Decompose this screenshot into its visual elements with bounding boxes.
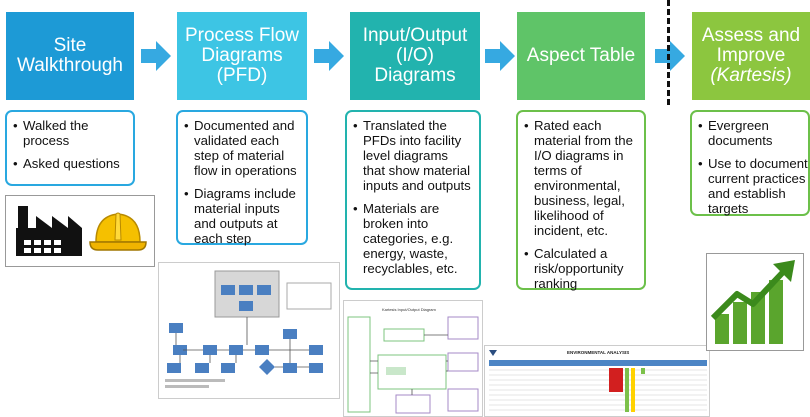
hard-hat-icon: [89, 212, 147, 251]
step-label: Walkthrough: [17, 55, 123, 76]
step-process-flow-diagrams: Process Flow Diagrams (PFD): [177, 12, 307, 100]
step-label-italic: (Kartesis): [710, 65, 792, 86]
aspect-thumbnail-title: ENVIRONMENTAL ANALYSIS: [567, 350, 630, 355]
step-label: (PFD): [216, 65, 268, 86]
step-aspect-table: Aspect Table: [517, 12, 645, 100]
factory-icon: [16, 206, 82, 256]
card-pfd: Documented and validated each step of ma…: [176, 110, 308, 246]
pfd-diagram-thumbnail: [158, 262, 340, 399]
phase-divider: [667, 0, 670, 105]
step-io-diagrams: Input/Output (I/O) Diagrams: [350, 12, 480, 100]
step-assess-improve: Assess and Improve (Kartesis): [692, 12, 810, 100]
growth-chart-icon: [710, 260, 795, 344]
list-item: Translated the PFDs into facility level …: [353, 118, 473, 193]
list-item: Evergreen documents: [698, 118, 808, 148]
card-site-walkthrough: Walked the process Asked questions: [5, 110, 135, 186]
io-diagram-thumbnail: Kartesis Input/Output Diagram: [343, 300, 483, 417]
step-label: Aspect Table: [526, 45, 636, 66]
list-item: Use to document current practices and es…: [698, 156, 808, 216]
card-assess-improve: Evergreen documents Use to document curr…: [690, 110, 810, 216]
step-label: (I/O): [396, 45, 434, 66]
step-label: Diagrams: [201, 45, 283, 66]
list-item: Rated each material from the I/O diagram…: [524, 118, 638, 238]
list-item: Walked the process: [13, 118, 127, 148]
step-label: Site: [53, 35, 87, 56]
list-item: Diagrams include material inputs and out…: [184, 186, 300, 246]
list-item: Materials are broken into categories, e.…: [353, 201, 473, 276]
list-item: Documented and validated each step of ma…: [184, 118, 300, 178]
aspect-table-thumbnail: ENVIRONMENTAL ANALYSIS: [484, 345, 710, 417]
io-thumbnail-title: Kartesis Input/Output Diagram: [382, 307, 436, 312]
step-label: Input/Output: [362, 25, 468, 46]
step-site-walkthrough: Site Walkthrough: [6, 12, 134, 100]
card-aspect-table: Rated each material from the I/O diagram…: [516, 110, 646, 291]
step-label: Diagrams: [374, 65, 456, 86]
step-label: Assess and: [701, 25, 801, 46]
list-item: Asked questions: [13, 156, 127, 171]
card-io: Translated the PFDs into facility level …: [345, 110, 481, 290]
list-item: Calculated a risk/opportunity ranking: [524, 246, 638, 291]
step-label: Process Flow: [184, 25, 300, 46]
growth-chart-panel: [706, 253, 804, 351]
site-icons-panel: [5, 195, 155, 267]
step-label: Improve: [716, 45, 786, 66]
